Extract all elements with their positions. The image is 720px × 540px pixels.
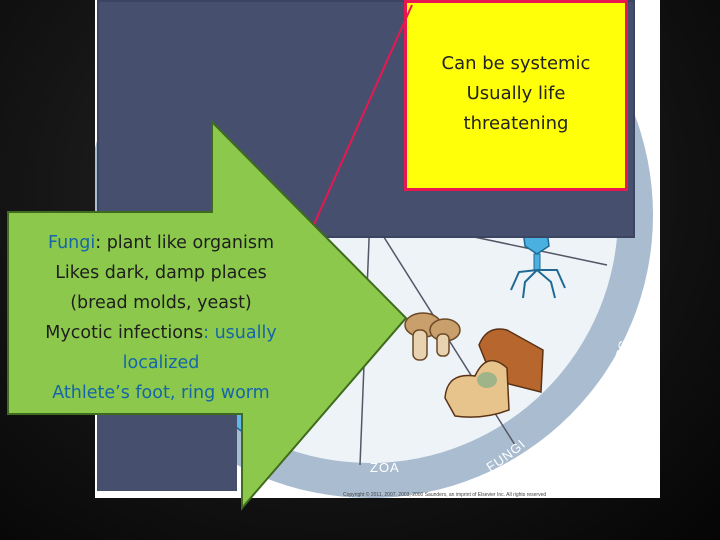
- mushroom-illustration: [404, 312, 461, 361]
- arrow-line: Mycotic infections: usually: [8, 318, 314, 348]
- callout-box: Can be systemic Usually life threatening: [404, 0, 628, 191]
- callout-line: threatening: [463, 113, 569, 134]
- mycotic-term: Mycotic infections: [45, 323, 204, 343]
- arrow-line: Fungi: plant like organism: [8, 228, 314, 258]
- callout-line: Usually life: [466, 83, 566, 104]
- arrow-text-block: Fungi: plant like organism Likes dark, d…: [8, 228, 314, 408]
- arrow-line-rest: : usually: [203, 323, 277, 343]
- bread-illustration: [444, 328, 544, 418]
- arrow-line: localized: [122, 353, 200, 373]
- callout-line: Can be systemic: [441, 53, 591, 74]
- callout-pointer-line: [306, 4, 413, 241]
- arrow-line: Likes dark, damp places: [55, 263, 267, 283]
- arrow-line: (bread molds, yeast): [70, 293, 252, 313]
- arrow-line: Athlete’s foot, ring worm: [52, 383, 270, 403]
- green-arrow-shape: [7, 119, 408, 511]
- protozoa-ring-label: ZOA: [370, 460, 400, 475]
- arrow-line-rest: : plant like organism: [95, 233, 275, 253]
- fungi-term: Fungi: [47, 233, 96, 253]
- copyright-text: Copyright © 2011, 2007, 2003, 2000 Saund…: [343, 492, 547, 498]
